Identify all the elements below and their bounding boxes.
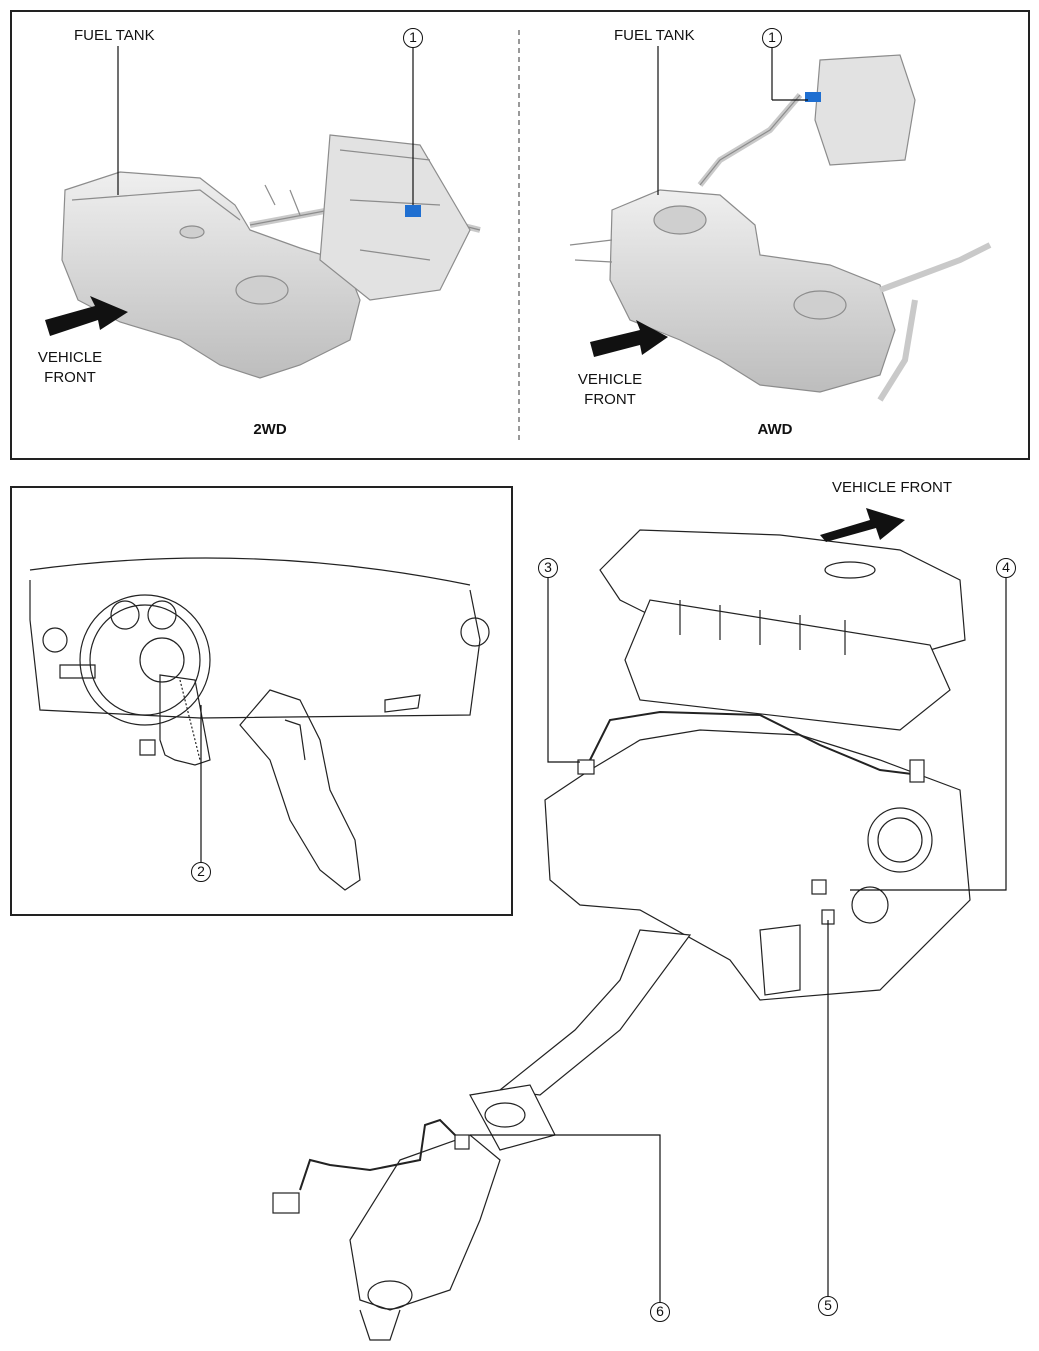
- evap-part-highlight-awd: [805, 92, 821, 102]
- fuel-tank-awd-illustration: [569, 54, 992, 402]
- vehicle-front-line-1: VEHICLE: [577, 371, 643, 388]
- callout-1-2wd: 1: [403, 28, 423, 48]
- fuel-tank-2wd-illustration: [61, 134, 481, 379]
- callout-4: 4: [996, 558, 1016, 578]
- vehicle-front-arrow-2wd: [45, 296, 128, 336]
- dashboard-illustration: [29, 557, 490, 891]
- vehicle-front-label-engine: VEHICLE FRONT: [832, 479, 953, 496]
- vehicle-front-line-1: VEHICLE: [37, 349, 103, 366]
- evap-part-highlight-2wd: [405, 205, 421, 217]
- fuel-tank-panel: [10, 10, 1030, 460]
- vehicle-front-arrow-awd: [590, 320, 668, 357]
- callout-6: 6: [650, 1302, 670, 1322]
- fuel-tank-label-2wd: FUEL TANK: [74, 27, 155, 44]
- callout-2: 2: [191, 862, 211, 882]
- variant-label-2wd: 2WD: [253, 421, 287, 438]
- vehicle-front-line-2: FRONT: [44, 369, 96, 386]
- vehicle-front-label-awd: VEHICLE FRONT: [570, 370, 650, 410]
- fuel-tank-label-awd: FUEL TANK: [614, 27, 695, 44]
- dashboard-panel: [10, 486, 513, 916]
- callout-1-awd: 1: [762, 28, 782, 48]
- callout-3: 3: [538, 558, 558, 578]
- vehicle-front-arrow-engine: [820, 508, 905, 542]
- vehicle-front-label-2wd: VEHICLE FRONT: [30, 348, 110, 388]
- vehicle-front-line-2: FRONT: [584, 391, 636, 408]
- variant-label-awd: AWD: [757, 421, 793, 438]
- callout-5: 5: [818, 1296, 838, 1316]
- engine-exhaust-illustration: [272, 529, 971, 1341]
